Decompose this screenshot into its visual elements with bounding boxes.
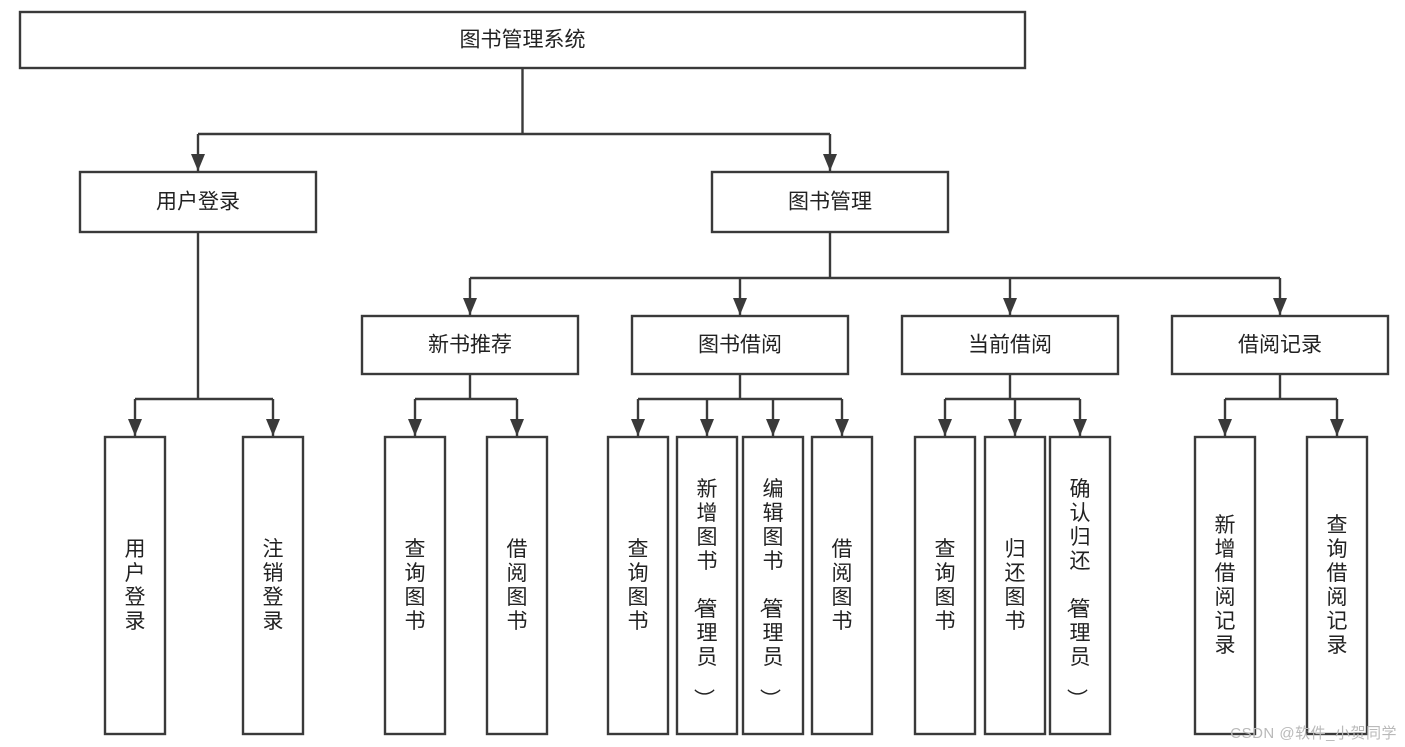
node-box-leaf-edit-book[interactable] <box>741 435 805 736</box>
node-leaf-query-book-current[interactable]: 查询图书 <box>913 435 977 736</box>
node-label-leaf-confirm-return: 确认归还（管理员） <box>1065 478 1091 709</box>
node-label-leaf-borrow-book-rec: 借阅图书 <box>507 538 528 633</box>
arrow-head-icon <box>463 298 477 315</box>
edges-layer <box>128 68 1344 436</box>
arrow-head-icon <box>823 154 837 171</box>
arrow-head-icon <box>733 298 747 315</box>
arrow-head-icon <box>408 419 422 436</box>
node-box-user-login[interactable] <box>78 170 318 234</box>
node-box-leaf-return-book[interactable] <box>983 435 1047 736</box>
node-leaf-return-book[interactable]: 归还图书 <box>983 435 1047 736</box>
node-leaf-borrow-book[interactable]: 借阅图书 <box>810 435 874 736</box>
node-label-borrow-record: 借阅记录 <box>1238 334 1322 357</box>
node-user-login[interactable]: 用户登录 <box>78 170 318 234</box>
node-label-leaf-query-book-borrow: 查询图书 <box>628 538 649 633</box>
node-current-borrow[interactable]: 当前借阅 <box>900 314 1120 376</box>
arrow-head-icon <box>1330 419 1344 436</box>
edge-group-book-manage <box>463 232 1287 315</box>
edge-group-book-borrow <box>631 374 849 436</box>
node-label-leaf-query-book-rec: 查询图书 <box>405 538 426 633</box>
arrow-head-icon <box>631 419 645 436</box>
node-label-leaf-user-logout: 注销登录 <box>263 538 284 633</box>
node-leaf-borrow-book-rec[interactable]: 借阅图书 <box>485 435 549 736</box>
arrow-head-icon <box>266 419 280 436</box>
node-label-new-book-recommend: 新书推荐 <box>428 334 512 357</box>
node-label-leaf-user-login: 用户登录 <box>125 538 146 633</box>
node-root[interactable]: 图书管理系统 <box>18 10 1027 70</box>
node-leaf-edit-book[interactable]: 编辑图书（管理员） <box>741 435 805 736</box>
node-new-book-recommend[interactable]: 新书推荐 <box>360 314 580 376</box>
node-box-root[interactable] <box>18 10 1027 70</box>
node-leaf-query-book-rec[interactable]: 查询图书 <box>383 435 447 736</box>
nodes-layer: 图书管理系统用户登录图书管理新书推荐图书借阅当前借阅借阅记录用户登录注销登录查询… <box>18 10 1390 736</box>
node-box-leaf-user-login[interactable] <box>103 435 167 736</box>
node-leaf-query-record[interactable]: 查询借阅记录 <box>1305 435 1369 736</box>
node-label-book-manage: 图书管理 <box>788 191 872 214</box>
arrow-head-icon <box>1003 298 1017 315</box>
node-label-current-borrow: 当前借阅 <box>968 334 1052 357</box>
edge-group-root <box>191 68 837 171</box>
arrow-head-icon <box>1008 419 1022 436</box>
node-book-borrow[interactable]: 图书借阅 <box>630 314 850 376</box>
node-box-leaf-borrow-book-rec[interactable] <box>485 435 549 736</box>
watermark-label: CSDN @软件_小贺同学 <box>1230 725 1397 742</box>
edge-group-current-borrow <box>938 374 1087 436</box>
node-box-leaf-user-logout[interactable] <box>241 435 305 736</box>
node-box-book-manage[interactable] <box>710 170 950 234</box>
node-box-book-borrow[interactable] <box>630 314 850 376</box>
arrow-head-icon <box>700 419 714 436</box>
edge-group-new-book-recommend <box>408 374 524 436</box>
node-label-leaf-return-book: 归还图书 <box>1005 538 1026 633</box>
node-box-leaf-query-book-current[interactable] <box>913 435 977 736</box>
node-leaf-add-record[interactable]: 新增借阅记录 <box>1193 435 1257 736</box>
node-box-leaf-add-book[interactable] <box>675 435 739 736</box>
node-leaf-user-logout[interactable]: 注销登录 <box>241 435 305 736</box>
node-label-leaf-query-book-current: 查询图书 <box>935 538 956 633</box>
arrow-head-icon <box>1273 298 1287 315</box>
node-label-leaf-add-record: 新增借阅记录 <box>1215 514 1236 657</box>
node-leaf-confirm-return[interactable]: 确认归还（管理员） <box>1048 435 1112 736</box>
arrow-head-icon <box>835 419 849 436</box>
node-book-manage[interactable]: 图书管理 <box>710 170 950 234</box>
arrow-head-icon <box>510 419 524 436</box>
node-box-leaf-query-book-rec[interactable] <box>383 435 447 736</box>
arrow-head-icon <box>128 419 142 436</box>
node-box-leaf-query-book-borrow[interactable] <box>606 435 670 736</box>
arrow-head-icon <box>766 419 780 436</box>
node-box-leaf-add-record[interactable] <box>1193 435 1257 736</box>
node-box-leaf-confirm-return[interactable] <box>1048 435 1112 736</box>
node-label-root: 图书管理系统 <box>460 29 586 52</box>
node-box-current-borrow[interactable] <box>900 314 1120 376</box>
arrow-head-icon <box>1073 419 1087 436</box>
edge-group-borrow-record <box>1218 374 1344 436</box>
node-label-book-borrow: 图书借阅 <box>698 334 782 357</box>
node-borrow-record[interactable]: 借阅记录 <box>1170 314 1390 376</box>
node-label-leaf-borrow-book: 借阅图书 <box>832 538 853 633</box>
node-leaf-add-book[interactable]: 新增图书（管理员） <box>675 435 739 736</box>
arrow-head-icon <box>191 154 205 171</box>
arrow-head-icon <box>1218 419 1232 436</box>
node-box-new-book-recommend[interactable] <box>360 314 580 376</box>
arrow-head-icon <box>938 419 952 436</box>
node-box-borrow-record[interactable] <box>1170 314 1390 376</box>
node-label-leaf-add-book: 新增图书（管理员） <box>692 478 718 709</box>
node-label-leaf-edit-book: 编辑图书（管理员） <box>758 478 784 709</box>
node-leaf-query-book-borrow[interactable]: 查询图书 <box>606 435 670 736</box>
edge-group-user-login <box>128 232 280 436</box>
node-label-user-login: 用户登录 <box>156 191 240 214</box>
node-label-leaf-query-record: 查询借阅记录 <box>1327 514 1348 657</box>
node-box-leaf-query-record[interactable] <box>1305 435 1369 736</box>
node-box-leaf-borrow-book[interactable] <box>810 435 874 736</box>
node-leaf-user-login[interactable]: 用户登录 <box>103 435 167 736</box>
